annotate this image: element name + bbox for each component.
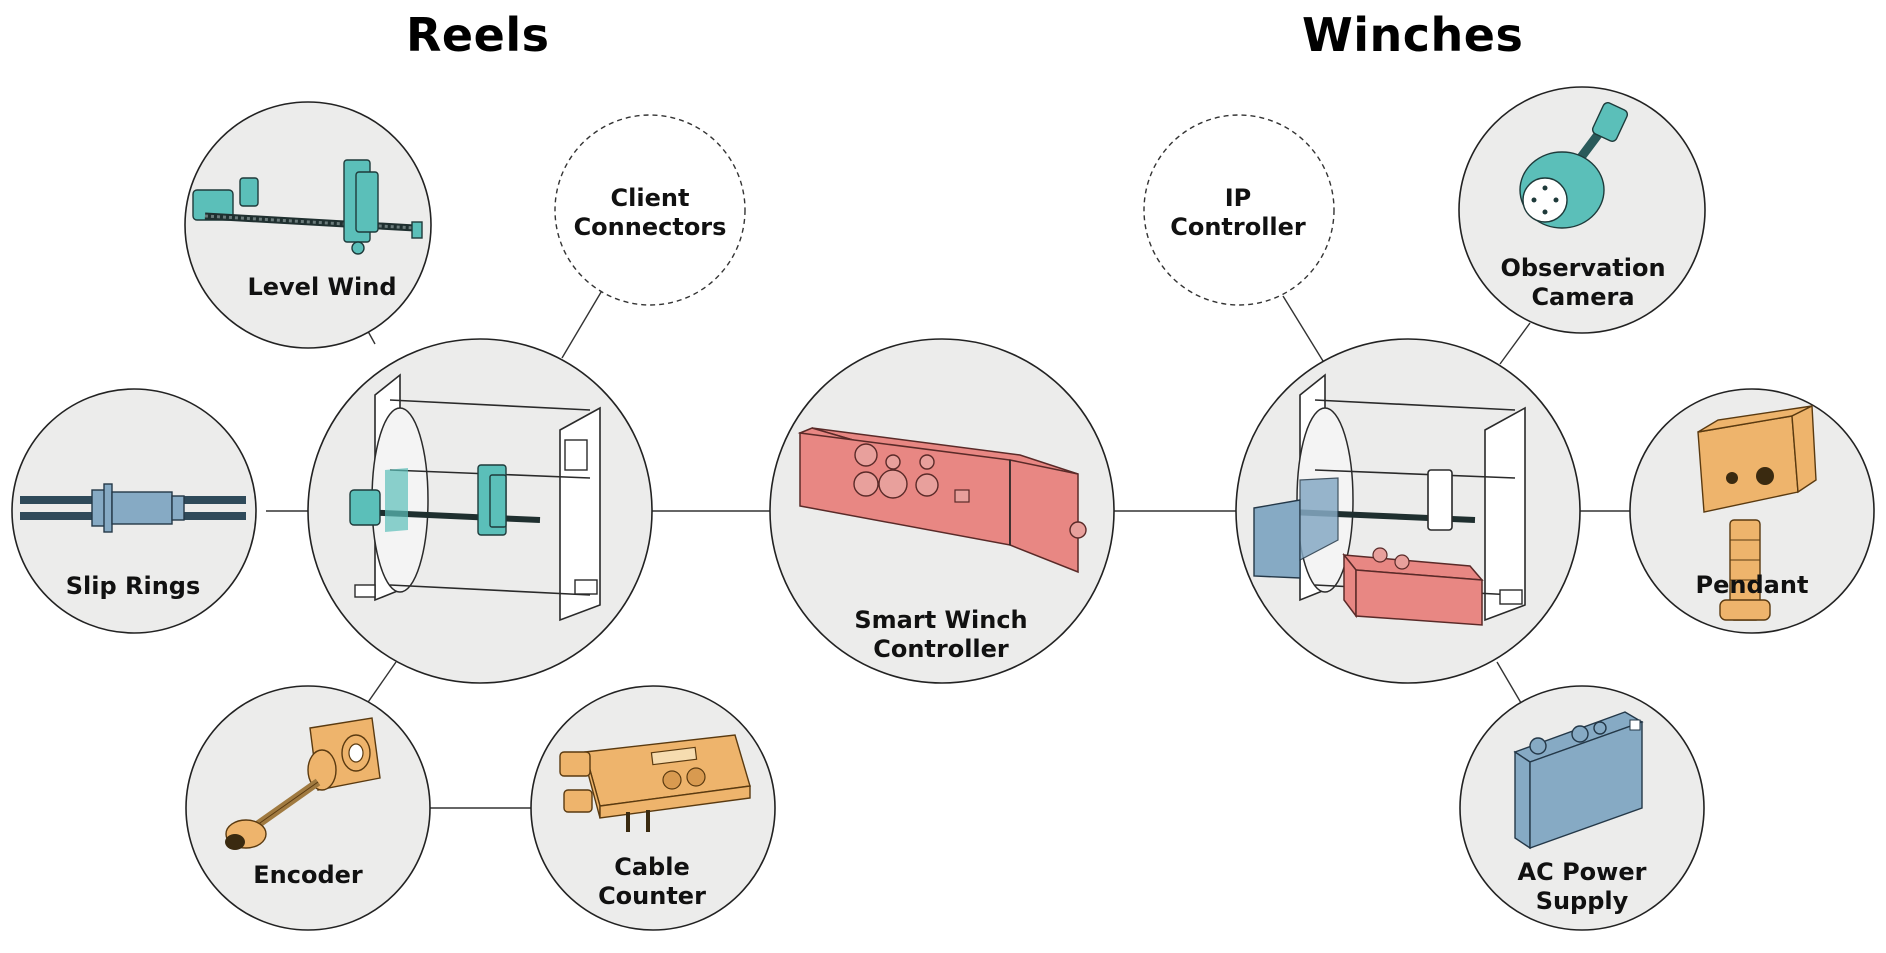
ip-controller-label-line1: IP: [1225, 184, 1252, 212]
ac-power-supply-node: AC Power Supply: [1459, 685, 1705, 931]
link-winch-camera: [1499, 322, 1531, 365]
winches-heading: Winches: [1302, 8, 1524, 62]
level-wind-node: Level Wind: [184, 101, 432, 349]
reels-heading: Reels: [406, 8, 550, 62]
client-connectors-label-line2: Connectors: [574, 213, 727, 241]
link-winch-acpower: [1496, 661, 1525, 709]
slip-rings-label: Slip Rings: [66, 572, 201, 600]
ip-controller-label-line2: Controller: [1170, 213, 1306, 241]
ip-controller-node: IP Controller: [1143, 114, 1335, 306]
smart-winch-controller-label-line2: Controller: [873, 635, 1009, 663]
smart-winch-controller-icon: [797, 427, 1087, 574]
pendant-node: Pendant: [1629, 388, 1875, 634]
observation-camera-label-line2: Camera: [1531, 283, 1634, 311]
reel-node: [307, 338, 653, 684]
encoder-icon: [225, 717, 381, 850]
client-connectors-label-line1: Client: [611, 184, 690, 212]
slip-rings-icon: [20, 483, 246, 533]
smart-winch-controller-label-line1: Smart Winch: [854, 606, 1027, 634]
ac-power-supply-icon: [1513, 711, 1644, 850]
level-wind-icon: [192, 159, 423, 255]
client-connectors-node: Client Connectors: [554, 114, 746, 306]
cable-counter-label-line1: Cable: [614, 853, 690, 881]
observation-camera-icon: [1519, 102, 1629, 229]
winch-icon: [1253, 373, 1526, 626]
slip-rings-node: Slip Rings: [11, 388, 257, 634]
pendant-icon: [1697, 404, 1817, 621]
winch-node: [1235, 338, 1581, 684]
ac-power-supply-label-line2: Supply: [1536, 887, 1629, 915]
smart-winch-controller-node: Smart Winch Controller: [769, 338, 1115, 684]
observation-camera-label-line1: Observation: [1500, 254, 1665, 282]
observation-camera-node: Observation Camera: [1458, 86, 1706, 334]
encoder-node: Encoder: [185, 685, 431, 931]
reel-icon: [349, 373, 601, 622]
cable-counter-node: Cable Counter: [530, 685, 776, 931]
encoder-label: Encoder: [253, 861, 363, 889]
cable-counter-label-line2: Counter: [598, 882, 706, 910]
level-wind-label: Level Wind: [247, 273, 396, 301]
link-winch-ipcontroller: [1282, 295, 1324, 362]
pendant-label: Pendant: [1696, 571, 1809, 599]
cable-counter-icon: [559, 734, 751, 832]
ac-power-supply-label-line1: AC Power: [1518, 858, 1647, 886]
